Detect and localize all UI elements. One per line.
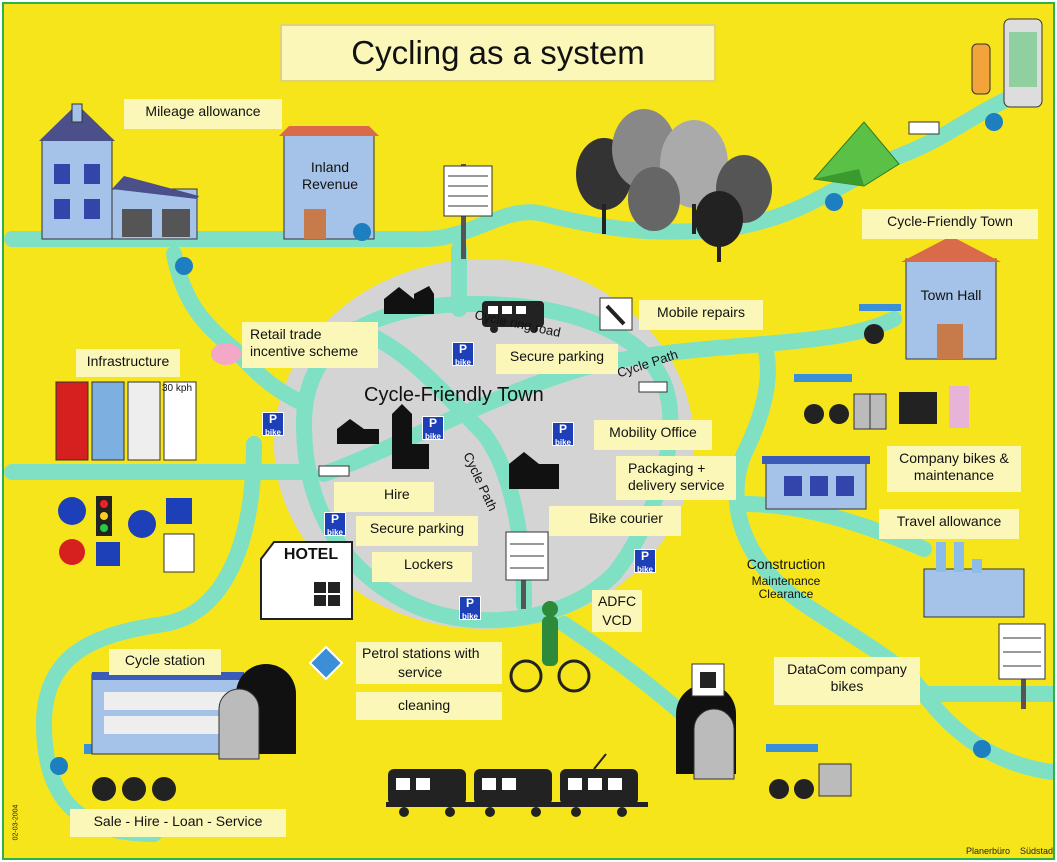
retail-trade-label: Retail trade incentive scheme [242, 322, 378, 368]
mobile-repairs-label: Mobile repairs [639, 300, 763, 330]
cycling-system-map [4, 18, 1053, 842]
service-label: service [356, 662, 502, 684]
trees-icon [576, 109, 772, 262]
east-link [736, 496, 932, 557]
house-icon [39, 103, 199, 240]
hire-label: Hire [334, 482, 434, 512]
cycle-station-icon [91, 672, 245, 755]
east-loop [728, 336, 1053, 780]
train-icon [386, 753, 648, 817]
left-big-loop [36, 436, 262, 842]
small-sign-icon [638, 381, 668, 393]
station-building-icon [218, 664, 736, 780]
planerbuero-credit: Planerbüro [966, 846, 1011, 856]
hotel-icon [260, 541, 353, 620]
packaging-delivery-label: Packaging + delivery service [616, 456, 736, 500]
datacom-bikes-label: DataCom company bikes [774, 657, 920, 705]
infrastructure-label: Infrastructure [76, 349, 180, 377]
inland-revenue-building-icon [279, 126, 379, 240]
lockers-label: Lockers [372, 552, 472, 582]
maintenance-label: Maintenance [751, 574, 821, 588]
vcd-label: VCD [592, 610, 642, 632]
person-icon [949, 386, 969, 428]
date-code: 02-03-2004 [12, 804, 20, 841]
houses [337, 286, 559, 489]
petrol-stations-label: Petrol stations with [356, 642, 502, 664]
tent-icon [813, 121, 940, 187]
phone-icon [691, 663, 725, 697]
factory-icon [923, 542, 1025, 618]
gps-device-icon [971, 18, 1043, 108]
signpost-icon [998, 623, 1046, 709]
town-hall-icon [901, 236, 1001, 360]
wrench-icon [599, 297, 633, 331]
town-hall-label: Town Hall [920, 287, 982, 303]
page-title: Cycling as a system [280, 24, 716, 82]
hotel-label: HOTEL [283, 546, 339, 563]
inland-revenue-label: Inland Revenue [301, 159, 359, 192]
piggy-bank-icon [211, 343, 241, 365]
small-cyclists [50, 113, 1003, 775]
cyclist-icon [509, 601, 591, 693]
cycle-friendly-town-label: Cycle-Friendly Town [862, 209, 1038, 239]
secure-parking-top-label: Secure parking [496, 344, 618, 374]
office-building-icon [762, 456, 870, 510]
construction-label: Construction [746, 556, 826, 572]
suedstadt-credit: Südstadt [1020, 846, 1055, 856]
petrol-sign-icon [308, 645, 344, 681]
bike-courier-label: Bike courier [549, 506, 681, 536]
cycle-station-label: Cycle station [109, 649, 221, 675]
signpost-icon [505, 531, 549, 609]
signpost-icon [443, 164, 493, 259]
speed-sign-label: 30 kph [162, 383, 193, 394]
adfc-label: ADFC [592, 590, 642, 612]
sale-hire-loan-service-label: Sale - Hire - Loan - Service [70, 809, 286, 837]
small-sign-icon [318, 465, 350, 477]
mileage-allowance-label: Mileage allowance [124, 99, 282, 129]
travel-allowance-label: Travel allowance [879, 509, 1019, 539]
locker-icon [818, 393, 887, 797]
center-town-label: Cycle-Friendly Town [364, 384, 544, 406]
bus-icon [482, 301, 544, 333]
company-bikes-label: Company bikes & maintenance [887, 446, 1021, 492]
clearance-label: Clearance [758, 587, 814, 601]
cleaning-label: cleaning [356, 692, 502, 720]
mobility-office-label: Mobility Office [594, 420, 712, 450]
traffic-signs-icon [55, 381, 197, 573]
briefcase-icon [899, 392, 937, 424]
secure-parking-center-label: Secure parking [356, 516, 478, 546]
